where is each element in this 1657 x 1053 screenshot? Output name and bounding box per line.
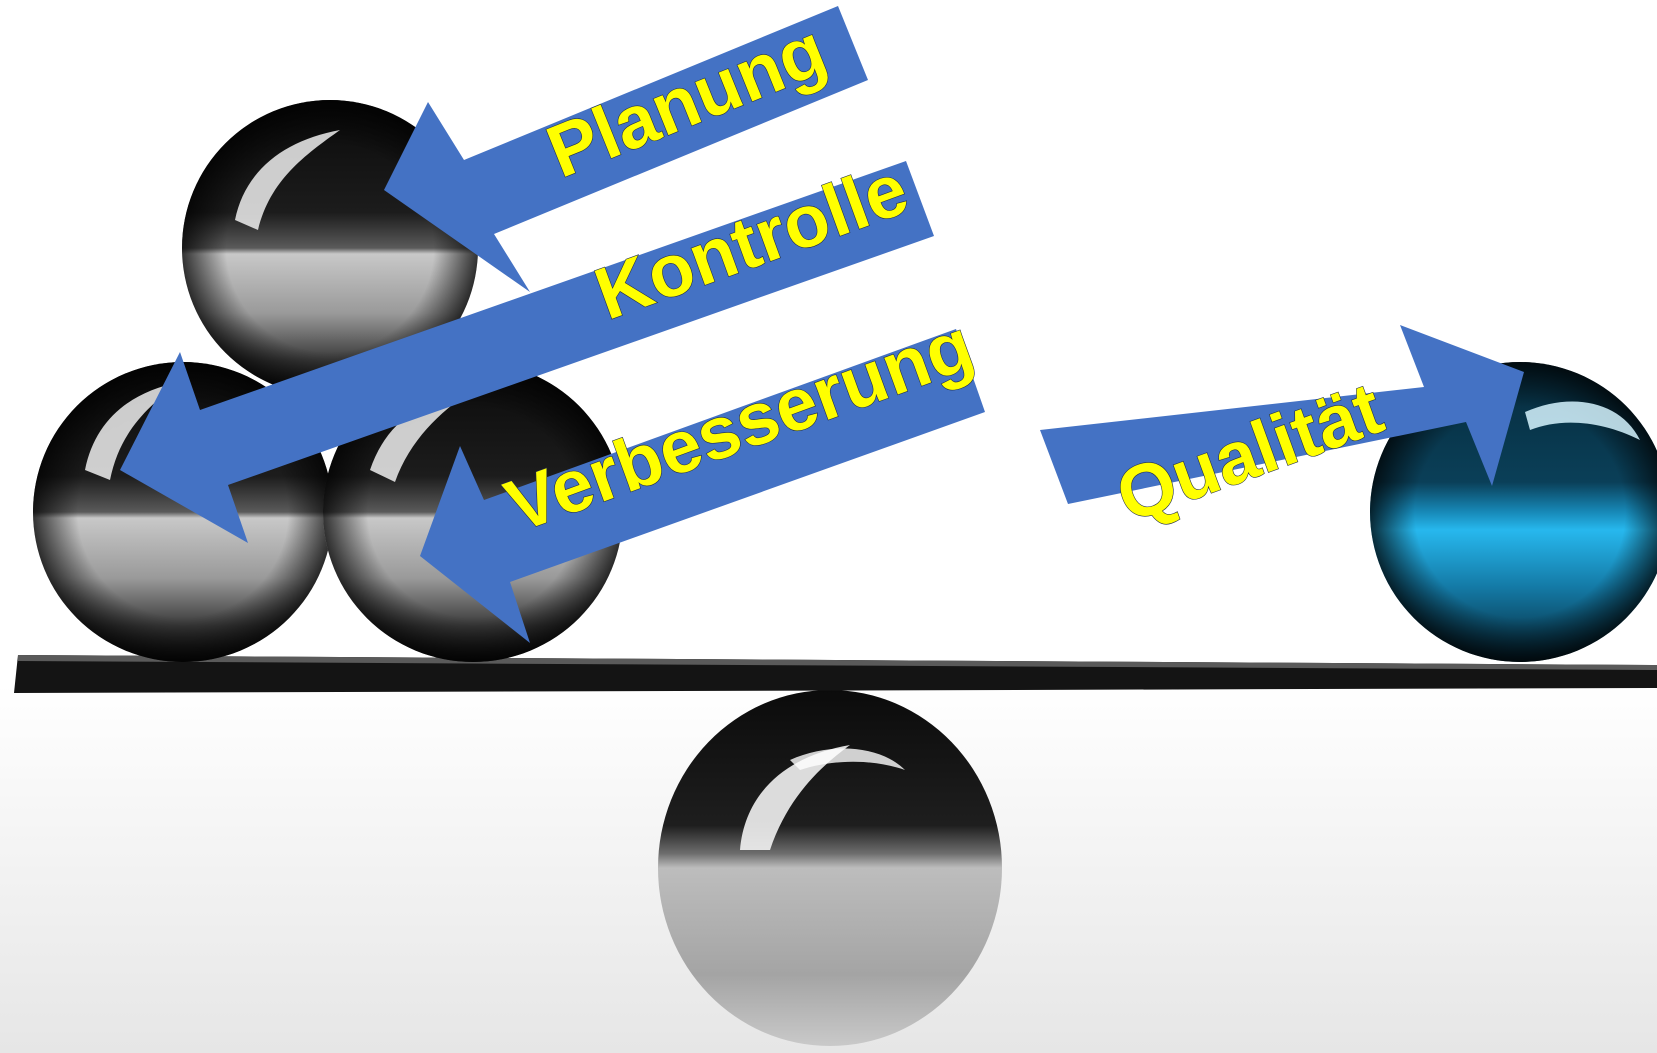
balance-beam	[14, 655, 1657, 693]
pivot-ball	[658, 690, 1002, 1046]
blue-ball	[1370, 362, 1657, 662]
